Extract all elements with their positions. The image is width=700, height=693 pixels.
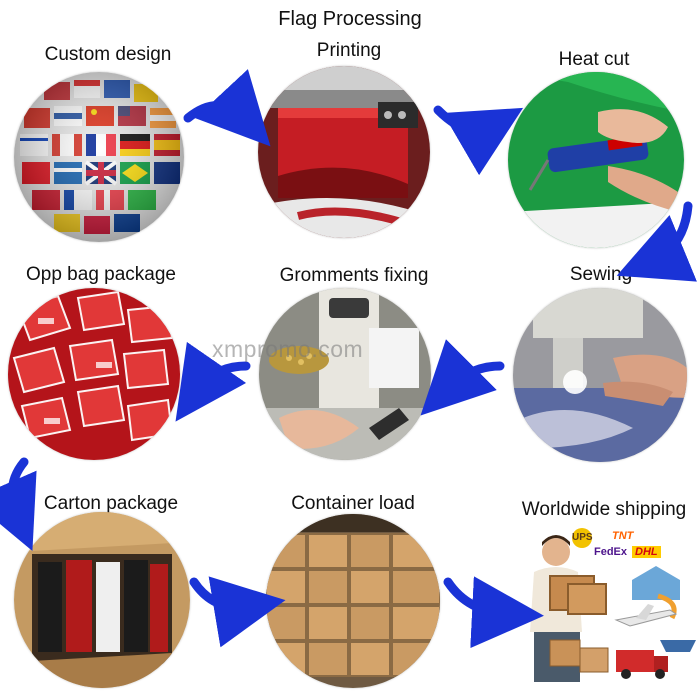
arrow-gromments-to-oppbag: [175, 341, 251, 422]
watermark-text: xmpromo.com: [212, 336, 364, 362]
step-image-opp-bag-package: [8, 288, 180, 460]
container-boxes-icon: [266, 514, 440, 688]
step-label-printing: Printing: [316, 40, 382, 61]
arrow-printing-to-heatcut: [433, 105, 524, 176]
opp-bag-icon: [8, 288, 180, 460]
step-label-carton-package: Carton package: [43, 493, 179, 514]
printer-icon: [258, 66, 430, 238]
fedex-logo: FedEx: [594, 546, 628, 558]
arrow-sewing-to-gromments: [420, 339, 505, 416]
arrow-design-to-printing: [183, 69, 271, 147]
step-label-opp-bag-package: Opp bag package: [25, 264, 177, 285]
arrow-container-to-shipping: [443, 576, 544, 649]
step-label-sewing: Sewing: [569, 264, 633, 285]
step-label-worldwide-shipping: Worldwide shipping: [521, 499, 687, 520]
diagram-title: Flag Processing: [278, 8, 422, 30]
tnt-logo: TNT: [612, 530, 634, 542]
arrow-oppbag-to-carton: [0, 457, 37, 551]
step-label-container-load: Container load: [291, 493, 415, 514]
dhl-logo: DHL: [632, 546, 661, 558]
step-image-printing: [258, 66, 430, 238]
step-image-container-load: [266, 514, 440, 688]
ups-logo: UPS: [572, 528, 593, 548]
arrow-carton-to-container: [189, 576, 286, 648]
step-label-gromments-fixing: Gromments fixing: [279, 265, 429, 286]
step-label-custom-design: Custom design: [44, 44, 172, 65]
step-label-heat-cut: Heat cut: [558, 49, 630, 70]
arrow-heatcut-to-sewing: [616, 201, 698, 282]
